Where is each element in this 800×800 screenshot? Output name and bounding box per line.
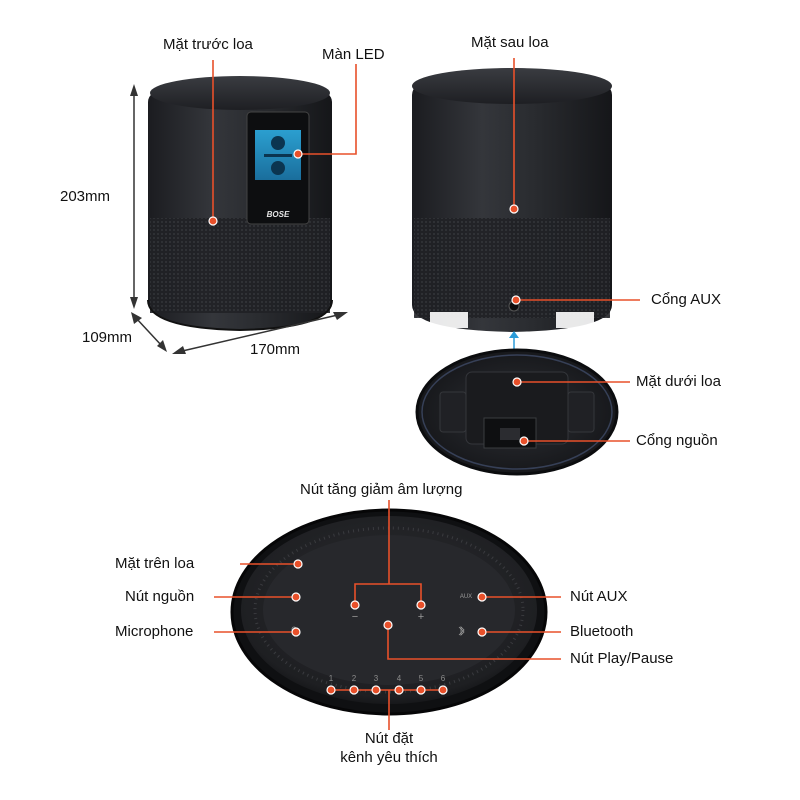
top-minus-glyph: − — [352, 611, 358, 623]
dimension-height: 203mm — [60, 188, 111, 205]
label-play-pause: Nút Play/Pause — [570, 650, 674, 667]
dot-led — [293, 149, 303, 159]
dot-power-button — [291, 592, 301, 602]
label-volume: Nút tăng giảm âm lượng — [300, 481, 463, 498]
front-speaker: BOSE — [147, 76, 333, 332]
label-top: Mặt trên loa — [115, 555, 195, 572]
top-aux-glyph: AUX — [460, 594, 472, 600]
dot-top — [293, 559, 303, 569]
label-aux-port: Cổng AUX — [651, 291, 722, 308]
dot-aux-button — [477, 592, 487, 602]
label-bluetooth: Bluetooth — [570, 623, 634, 640]
dot-preset-3 — [371, 685, 381, 695]
bose-logo: BOSE — [267, 210, 290, 219]
dot-microphone — [291, 627, 301, 637]
dot-preset-6 — [438, 685, 448, 695]
dot-play-pause — [383, 620, 393, 630]
dot-back — [509, 204, 519, 214]
dot-preset-2 — [349, 685, 359, 695]
preset-number-2: 2 — [352, 674, 357, 683]
dot-front — [208, 216, 218, 226]
dot-preset-1 — [326, 685, 336, 695]
dimension-width: 170mm — [250, 341, 301, 358]
preset-number-1: 1 — [329, 674, 334, 683]
preset-numbers: 1 2 3 4 5 6 — [329, 674, 446, 683]
back-speaker — [412, 68, 612, 332]
label-aux-button: Nút AUX — [570, 588, 628, 605]
dot-volume-minus — [350, 600, 360, 610]
top-bluetooth-glyph — [458, 626, 465, 636]
label-front: Mặt trước loa — [163, 36, 253, 53]
label-led: Màn LED — [322, 46, 385, 63]
dot-power-port — [519, 436, 529, 446]
bottom-view — [415, 348, 619, 476]
dot-bluetooth — [477, 627, 487, 637]
label-power-button: Nút nguồn — [125, 588, 195, 605]
dot-aux-port — [511, 295, 521, 305]
top-view: − + AUX 1 2 3 4 5 6 — [230, 508, 548, 716]
top-plus-glyph: + — [418, 611, 424, 623]
dot-volume-plus — [416, 600, 426, 610]
label-power-port: Cổng nguồn — [636, 432, 718, 449]
label-bottom: Mặt dưới loa — [636, 373, 721, 390]
preset-number-6: 6 — [441, 674, 446, 683]
label-back: Mặt sau loa — [471, 34, 549, 51]
dimension-arrows — [130, 84, 348, 354]
callout-lines — [212, 58, 640, 730]
dot-preset-5 — [416, 685, 426, 695]
dot-preset-4 — [394, 685, 404, 695]
preset-number-3: 3 — [374, 674, 379, 683]
callout-dots — [208, 149, 529, 695]
label-presets-line2: kênh yêu thích — [340, 749, 438, 766]
preset-number-5: 5 — [419, 674, 424, 683]
dimension-depth: 109mm — [82, 329, 133, 346]
label-microphone: Microphone — [115, 623, 194, 640]
dot-bottom — [512, 377, 522, 387]
label-presets-line1: Nút đặt — [364, 730, 414, 747]
preset-number-4: 4 — [397, 674, 402, 683]
